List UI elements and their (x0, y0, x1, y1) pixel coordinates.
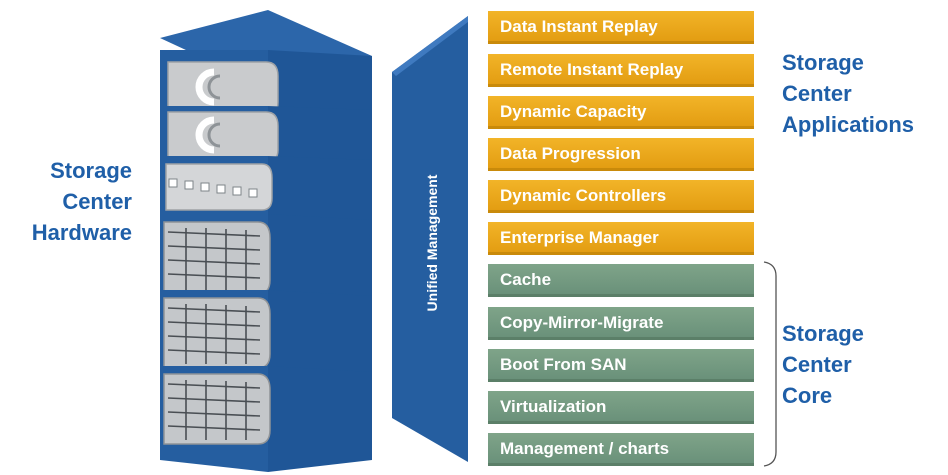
applications-label-line: Applications (782, 112, 915, 137)
core-label-line: Storage (782, 321, 864, 346)
application-bar: Dynamic Capacity (488, 96, 754, 129)
hardware-disk-enclosure (160, 290, 372, 386)
application-bar: Remote Instant Replay (488, 54, 754, 87)
storage-center-hardware-label: Storage Center Hardware (0, 155, 132, 248)
application-bar: Data Instant Replay (488, 11, 754, 44)
application-bar: Dynamic Controllers (488, 180, 754, 213)
core-label-line: Center (782, 352, 852, 377)
storage-center-applications-label: Storage Center Applications (782, 47, 914, 140)
storage-center-core-label: Storage Center Core (782, 318, 864, 411)
unified-management-panel (392, 16, 468, 462)
core-bar: Boot From SAN (488, 349, 754, 382)
hardware-stack (160, 10, 372, 472)
core-bar: Management / charts (488, 433, 754, 466)
application-bar: Data Progression (488, 138, 754, 171)
hardware-label-line: Center (62, 189, 132, 214)
applications-label-line: Center (782, 81, 852, 106)
core-bar: Virtualization (488, 391, 754, 424)
hardware-disk-enclosure (160, 366, 372, 472)
applications-label-line: Storage (782, 50, 864, 75)
hardware-disk-enclosure (160, 214, 372, 312)
hardware-label-line: Hardware (31, 220, 132, 245)
core-bar: Copy-Mirror-Migrate (488, 307, 754, 340)
core-bar: Cache (488, 264, 754, 297)
hardware-label-line: Storage (50, 158, 132, 183)
core-bracket (763, 261, 777, 467)
unified-management-label: Unified Management (424, 174, 440, 311)
application-bar: Enterprise Manager (488, 222, 754, 255)
core-label-line: Core (782, 383, 833, 408)
